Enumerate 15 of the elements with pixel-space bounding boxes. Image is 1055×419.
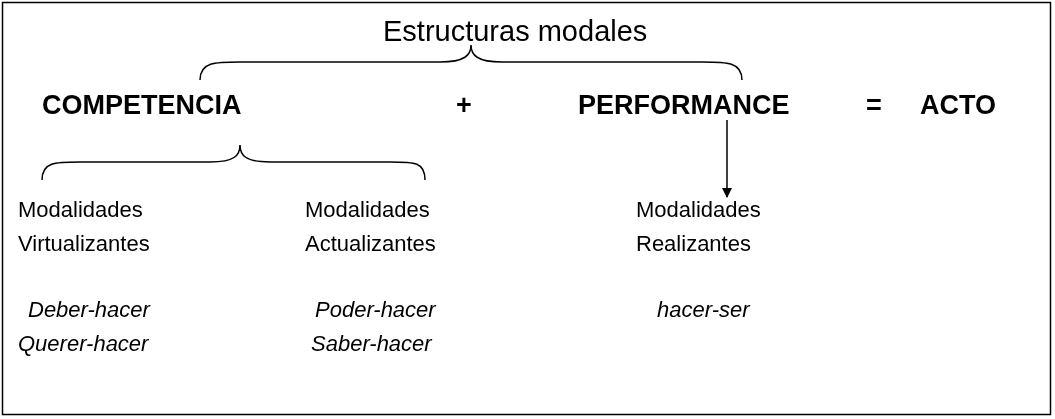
modality-label: Querer-hacer (18, 330, 149, 358)
heading: Estructuras modales (383, 14, 648, 48)
term-label: PERFORMANCE (578, 88, 790, 122)
modality-label: Deber-hacer (28, 296, 150, 324)
category-label: Modalidades Actualizantes (305, 196, 437, 258)
modality-label: Saber-hacer (311, 330, 432, 358)
category-label: Modalidades Realizantes (636, 193, 826, 261)
term-label: COMPETENCIA (42, 89, 242, 122)
operator-label: = (866, 89, 882, 122)
term-label: ACTO (920, 89, 996, 122)
arrow (722, 119, 732, 198)
operator-label: + (456, 89, 472, 122)
modality-label: Poder-hacer (315, 296, 436, 324)
category-label: Modalidades Virtualizantes (18, 196, 151, 258)
modality-label: hacer-ser (657, 296, 750, 324)
